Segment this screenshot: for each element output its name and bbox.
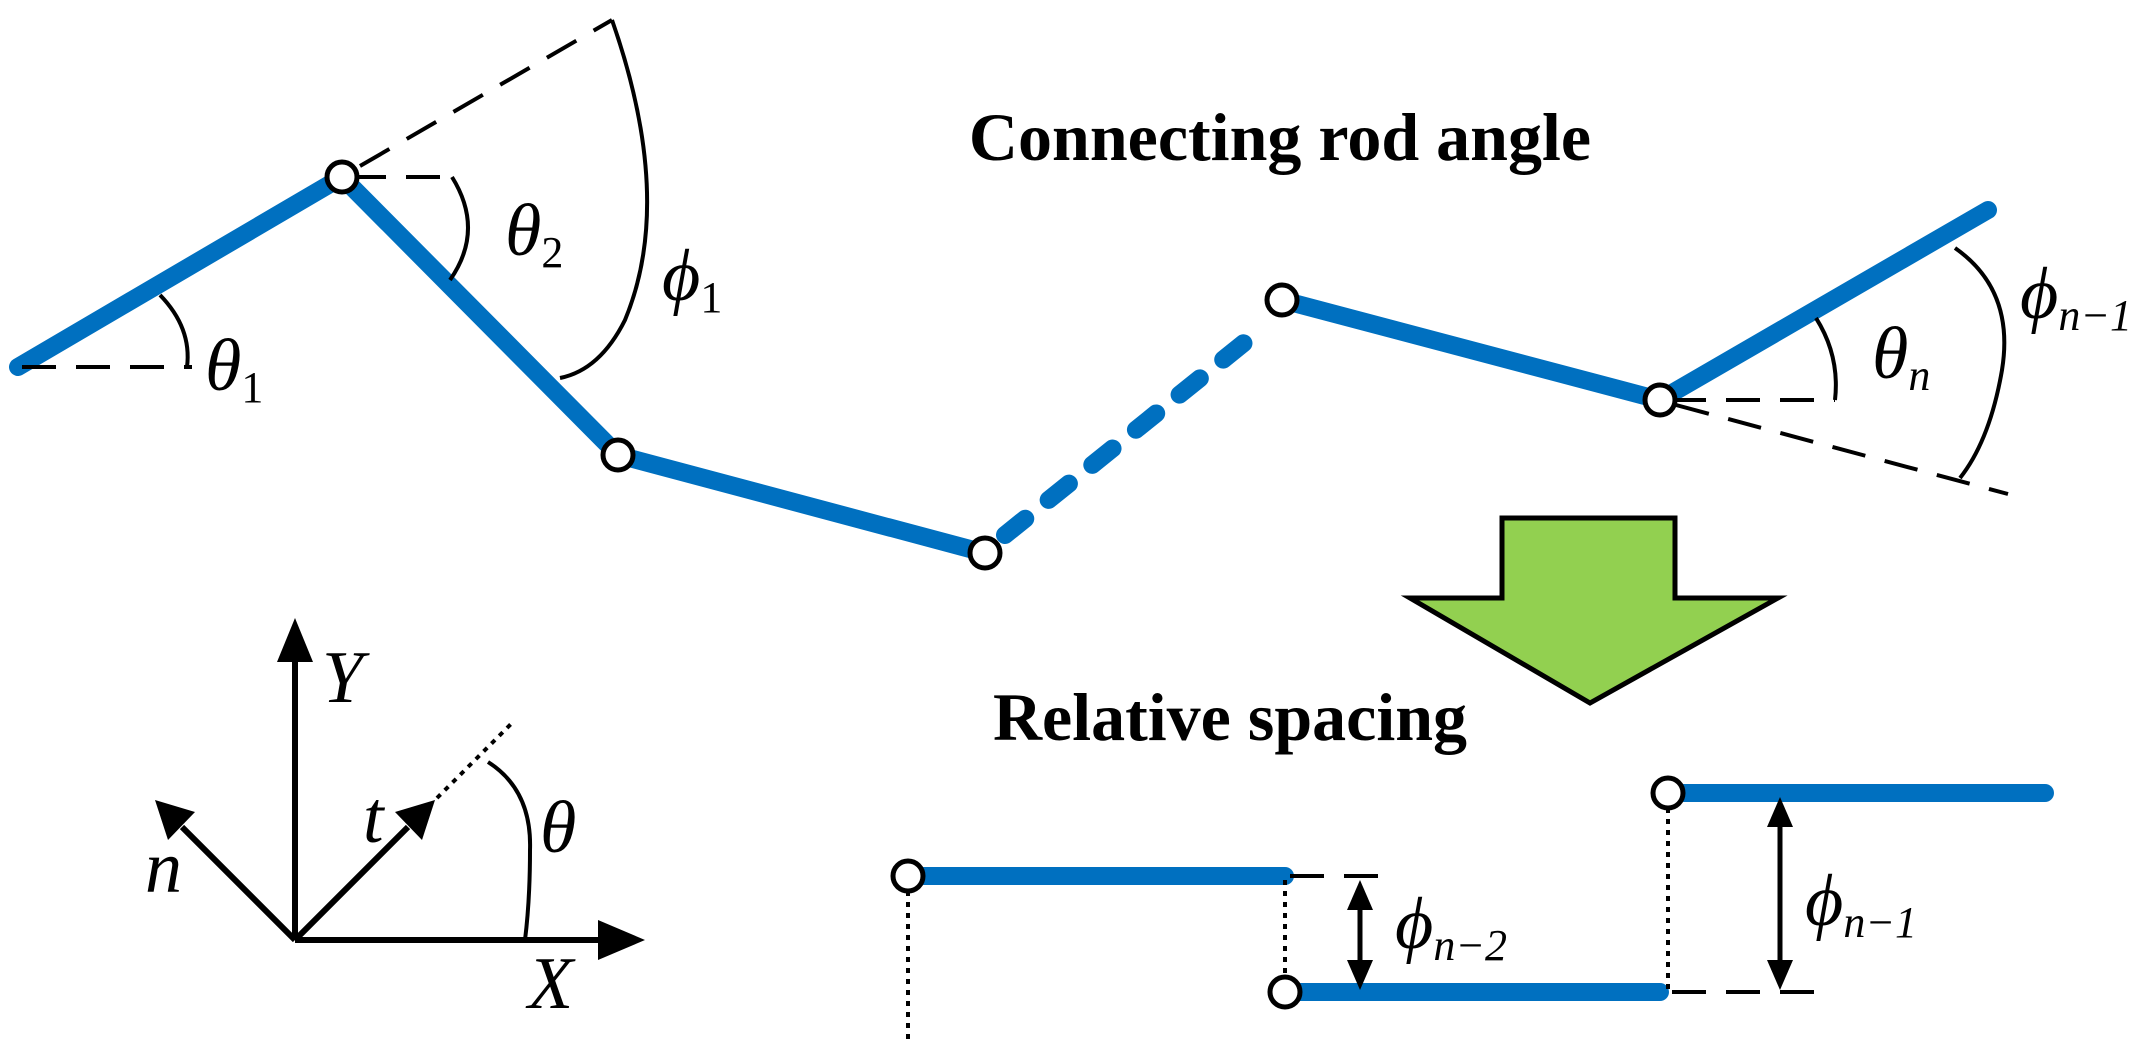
phi-1-arc xyxy=(559,19,650,380)
rod-segment-n-minus-1 xyxy=(1273,291,1669,409)
arrowhead-down xyxy=(1767,960,1793,990)
phi-1-label: ϕ1 xyxy=(662,235,722,322)
phi-n-minus-1-arc xyxy=(1953,246,2007,480)
coordinate-frame xyxy=(155,618,645,960)
y-axis-label: Y xyxy=(322,637,370,719)
t-axis-arrowhead xyxy=(395,800,435,840)
title-relative-spacing: Relative spacing xyxy=(993,679,1467,755)
title-connecting-rod-angle: Connecting rod angle xyxy=(969,99,1591,175)
rod-segment-n xyxy=(1651,201,1997,409)
theta-n-arc xyxy=(1814,316,1838,401)
theta-2-arc xyxy=(448,175,470,282)
x-axis-arrowhead xyxy=(598,920,645,960)
joint xyxy=(324,159,360,195)
theta-1-label: θ1 xyxy=(205,325,263,412)
arrowhead-up xyxy=(1347,880,1373,910)
joint xyxy=(1642,382,1678,418)
joint xyxy=(967,535,1003,571)
rod-segment-omitted xyxy=(996,321,1269,544)
n-axis-arrowhead xyxy=(155,800,195,840)
theta-2-label: θ2 xyxy=(505,190,563,277)
joint xyxy=(1264,282,1300,318)
rod-segment-3 xyxy=(609,446,994,562)
joint xyxy=(600,437,636,473)
joint xyxy=(1650,775,1686,811)
rod-segment-1 xyxy=(9,168,351,376)
n-axis-label: n xyxy=(145,827,182,909)
phi-n-minus-1-label: ϕn−1 xyxy=(2020,253,2132,340)
extension-line-1 xyxy=(358,18,614,168)
t-axis-label: t xyxy=(363,777,386,859)
arrowhead-down xyxy=(1347,960,1373,990)
phi-n-minus-2-label: ϕn−2 xyxy=(1395,883,1507,970)
joints xyxy=(324,159,1678,571)
t-extension xyxy=(435,721,514,800)
theta-n-label: θn xyxy=(1872,313,1930,400)
joint xyxy=(890,858,926,894)
transform-arrow xyxy=(1400,515,1788,706)
theta-arc xyxy=(486,760,533,941)
n-axis xyxy=(179,824,298,943)
t-axis xyxy=(292,824,411,943)
extension-line-n-minus-1 xyxy=(1675,403,2009,496)
arrowhead-up xyxy=(1767,797,1793,827)
rod-chain xyxy=(9,168,1997,562)
joint xyxy=(1267,974,1303,1010)
x-axis-label: X xyxy=(525,943,576,1025)
rod-segment-2 xyxy=(333,168,627,464)
angle-arcs xyxy=(158,19,2007,480)
theta-1-arc xyxy=(158,293,190,368)
theta-label: θ xyxy=(540,787,576,869)
reference-lines xyxy=(22,18,2009,496)
relative-spacing xyxy=(890,775,2054,1042)
y-axis-arrowhead xyxy=(277,618,313,662)
phi-n-minus-1-spacing-label: ϕn−1 xyxy=(1805,860,1917,947)
